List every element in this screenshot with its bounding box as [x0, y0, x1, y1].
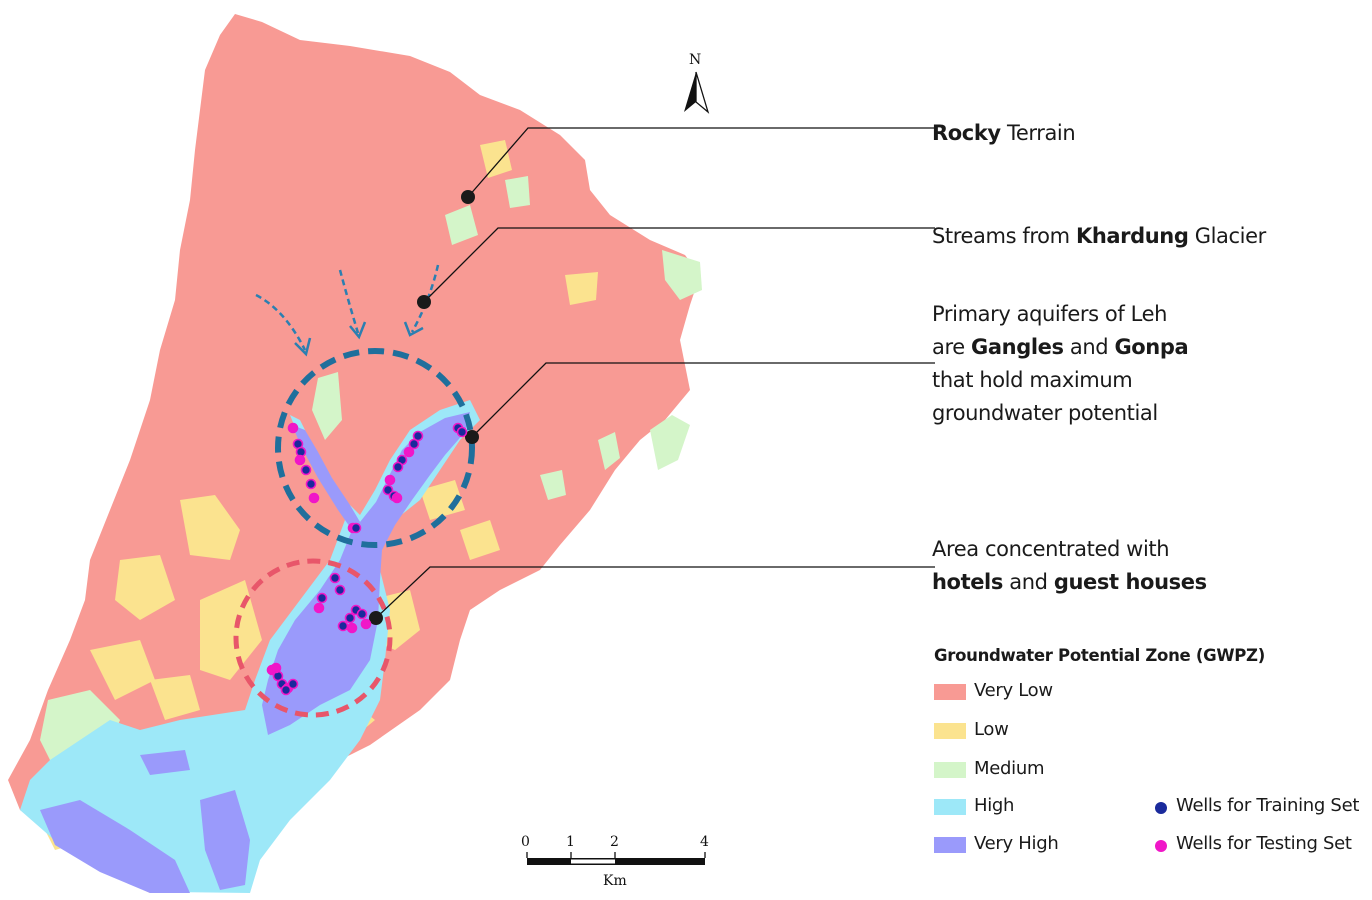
annotation-rocky-rest: Terrain: [1000, 121, 1076, 145]
annotation-aquifers-line1: Primary aquifers of Leh: [932, 302, 1168, 326]
legend-label-very-low: Very Low: [974, 680, 1053, 701]
well-marker: [350, 522, 362, 534]
legend-dot-testing: [1155, 840, 1167, 852]
callout-line-hotels: [375, 566, 935, 619]
well-marker: [334, 584, 346, 596]
annotation-hotels-bold1: hotels: [932, 570, 1003, 594]
callout-line-aquifers: [471, 362, 935, 438]
legend-swatch-very-low: [934, 684, 966, 700]
callout-line-rocky: [467, 127, 935, 198]
well-marker: [391, 492, 403, 504]
well-marker: [270, 662, 282, 674]
wells-layer: [266, 422, 468, 696]
well-marker: [456, 426, 468, 438]
legend-swatch-very-high: [934, 837, 966, 853]
scale-tick-1: 1: [566, 834, 575, 850]
well-marker: [305, 478, 317, 490]
legend-title: Groundwater Potential Zone (GWPZ): [934, 646, 1265, 665]
well-marker: [300, 464, 312, 476]
legend-dot-training: [1155, 802, 1167, 814]
well-marker: [294, 454, 306, 466]
legend-label-very-high: Very High: [974, 833, 1059, 854]
well-marker: [344, 612, 356, 624]
annotation-hotels-and: and: [1002, 570, 1054, 594]
legend-label-high: High: [974, 795, 1015, 816]
legend-swatch-medium: [934, 762, 966, 778]
scale-tick-2: 2: [610, 834, 619, 850]
well-marker: [382, 484, 394, 496]
legend-label-training: Wells for Training Set: [1176, 795, 1360, 816]
zone-very-low-area: [8, 14, 700, 893]
annotation-hotels-line1: Area concentrated with: [932, 537, 1170, 561]
well-marker: [360, 618, 372, 630]
well-marker: [313, 602, 325, 614]
well-marker: [346, 622, 358, 634]
north-label: N: [689, 52, 702, 68]
well-marker: [403, 446, 415, 458]
annotation-hotels: Area concentrated with hotels and guest …: [932, 533, 1207, 599]
zone-very-high-area: [262, 412, 470, 735]
legend-swatch-low: [934, 723, 966, 739]
callout-dot-rocky: [461, 190, 475, 204]
hotels-highlight-circle: [233, 558, 393, 718]
legend-label-low: Low: [974, 719, 1009, 740]
well-marker: [356, 608, 368, 620]
callout-line-streams: [423, 227, 935, 303]
stream-arrow-2: [338, 269, 360, 334]
well-marker: [280, 684, 292, 696]
legend-label-medium: Medium: [974, 758, 1045, 779]
well-marker: [384, 474, 396, 486]
annotation-aquifers-gonpa: Gonpa: [1114, 335, 1189, 359]
annotation-hotels-bold2: guest houses: [1053, 570, 1207, 594]
well-marker: [412, 430, 424, 442]
callout-dot-streams: [417, 295, 431, 309]
annotation-aquifers-line3: that hold maximum: [932, 368, 1133, 392]
well-marker: [408, 438, 420, 450]
scale-tick-0: 0: [521, 834, 530, 850]
legend-label-testing: Wells for Testing Set: [1176, 833, 1352, 854]
annotation-aquifers-line2-pre: are: [932, 335, 972, 359]
callout-dot-hotels: [369, 611, 383, 625]
callout-dots: [369, 190, 479, 625]
stream-arrow-1: [255, 293, 307, 351]
annotation-aquifers: Primary aquifers of Leh are Gangles and …: [932, 298, 1189, 430]
well-marker: [329, 572, 341, 584]
annotation-streams-post: Glacier: [1188, 224, 1267, 248]
scale-tick-4: 4: [700, 834, 709, 850]
well-marker: [392, 461, 404, 473]
zone-low-patches: [40, 140, 598, 850]
well-marker: [316, 592, 328, 604]
aquifer-highlight-circle: [275, 348, 475, 548]
scale-unit: Km: [603, 873, 627, 889]
annotation-streams-pre: Streams from: [932, 224, 1076, 248]
callout-lines: [375, 127, 935, 619]
stream-arrowheads: [294, 321, 424, 357]
annotation-hotels-line2: hotels and guest houses: [932, 566, 1207, 599]
zone-very-high-south: [40, 750, 250, 893]
annotation-aquifers-gangles: Gangles: [971, 335, 1064, 359]
north-arrow-icon: [684, 71, 710, 114]
annotation-rocky-terrain: Rocky Terrain: [932, 117, 1076, 150]
annotation-streams-bold: Khardung: [1075, 224, 1189, 248]
annotation-aquifers-line2: are Gangles and Gonpa: [932, 331, 1189, 364]
well-marker: [287, 422, 299, 434]
annotation-aquifers-line4: groundwater potential: [932, 401, 1158, 425]
well-marker: [337, 620, 349, 632]
annotation-streams: Streams from Khardung Glacier: [932, 220, 1266, 253]
callout-dot-aquifers: [465, 430, 479, 444]
annotation-rocky-bold: Rocky: [932, 121, 1001, 145]
well-marker: [308, 492, 320, 504]
legend-swatch-high: [934, 799, 966, 815]
annotation-aquifers-and: and: [1063, 335, 1115, 359]
well-marker: [287, 678, 299, 690]
scale-bar-icon: [526, 852, 706, 865]
